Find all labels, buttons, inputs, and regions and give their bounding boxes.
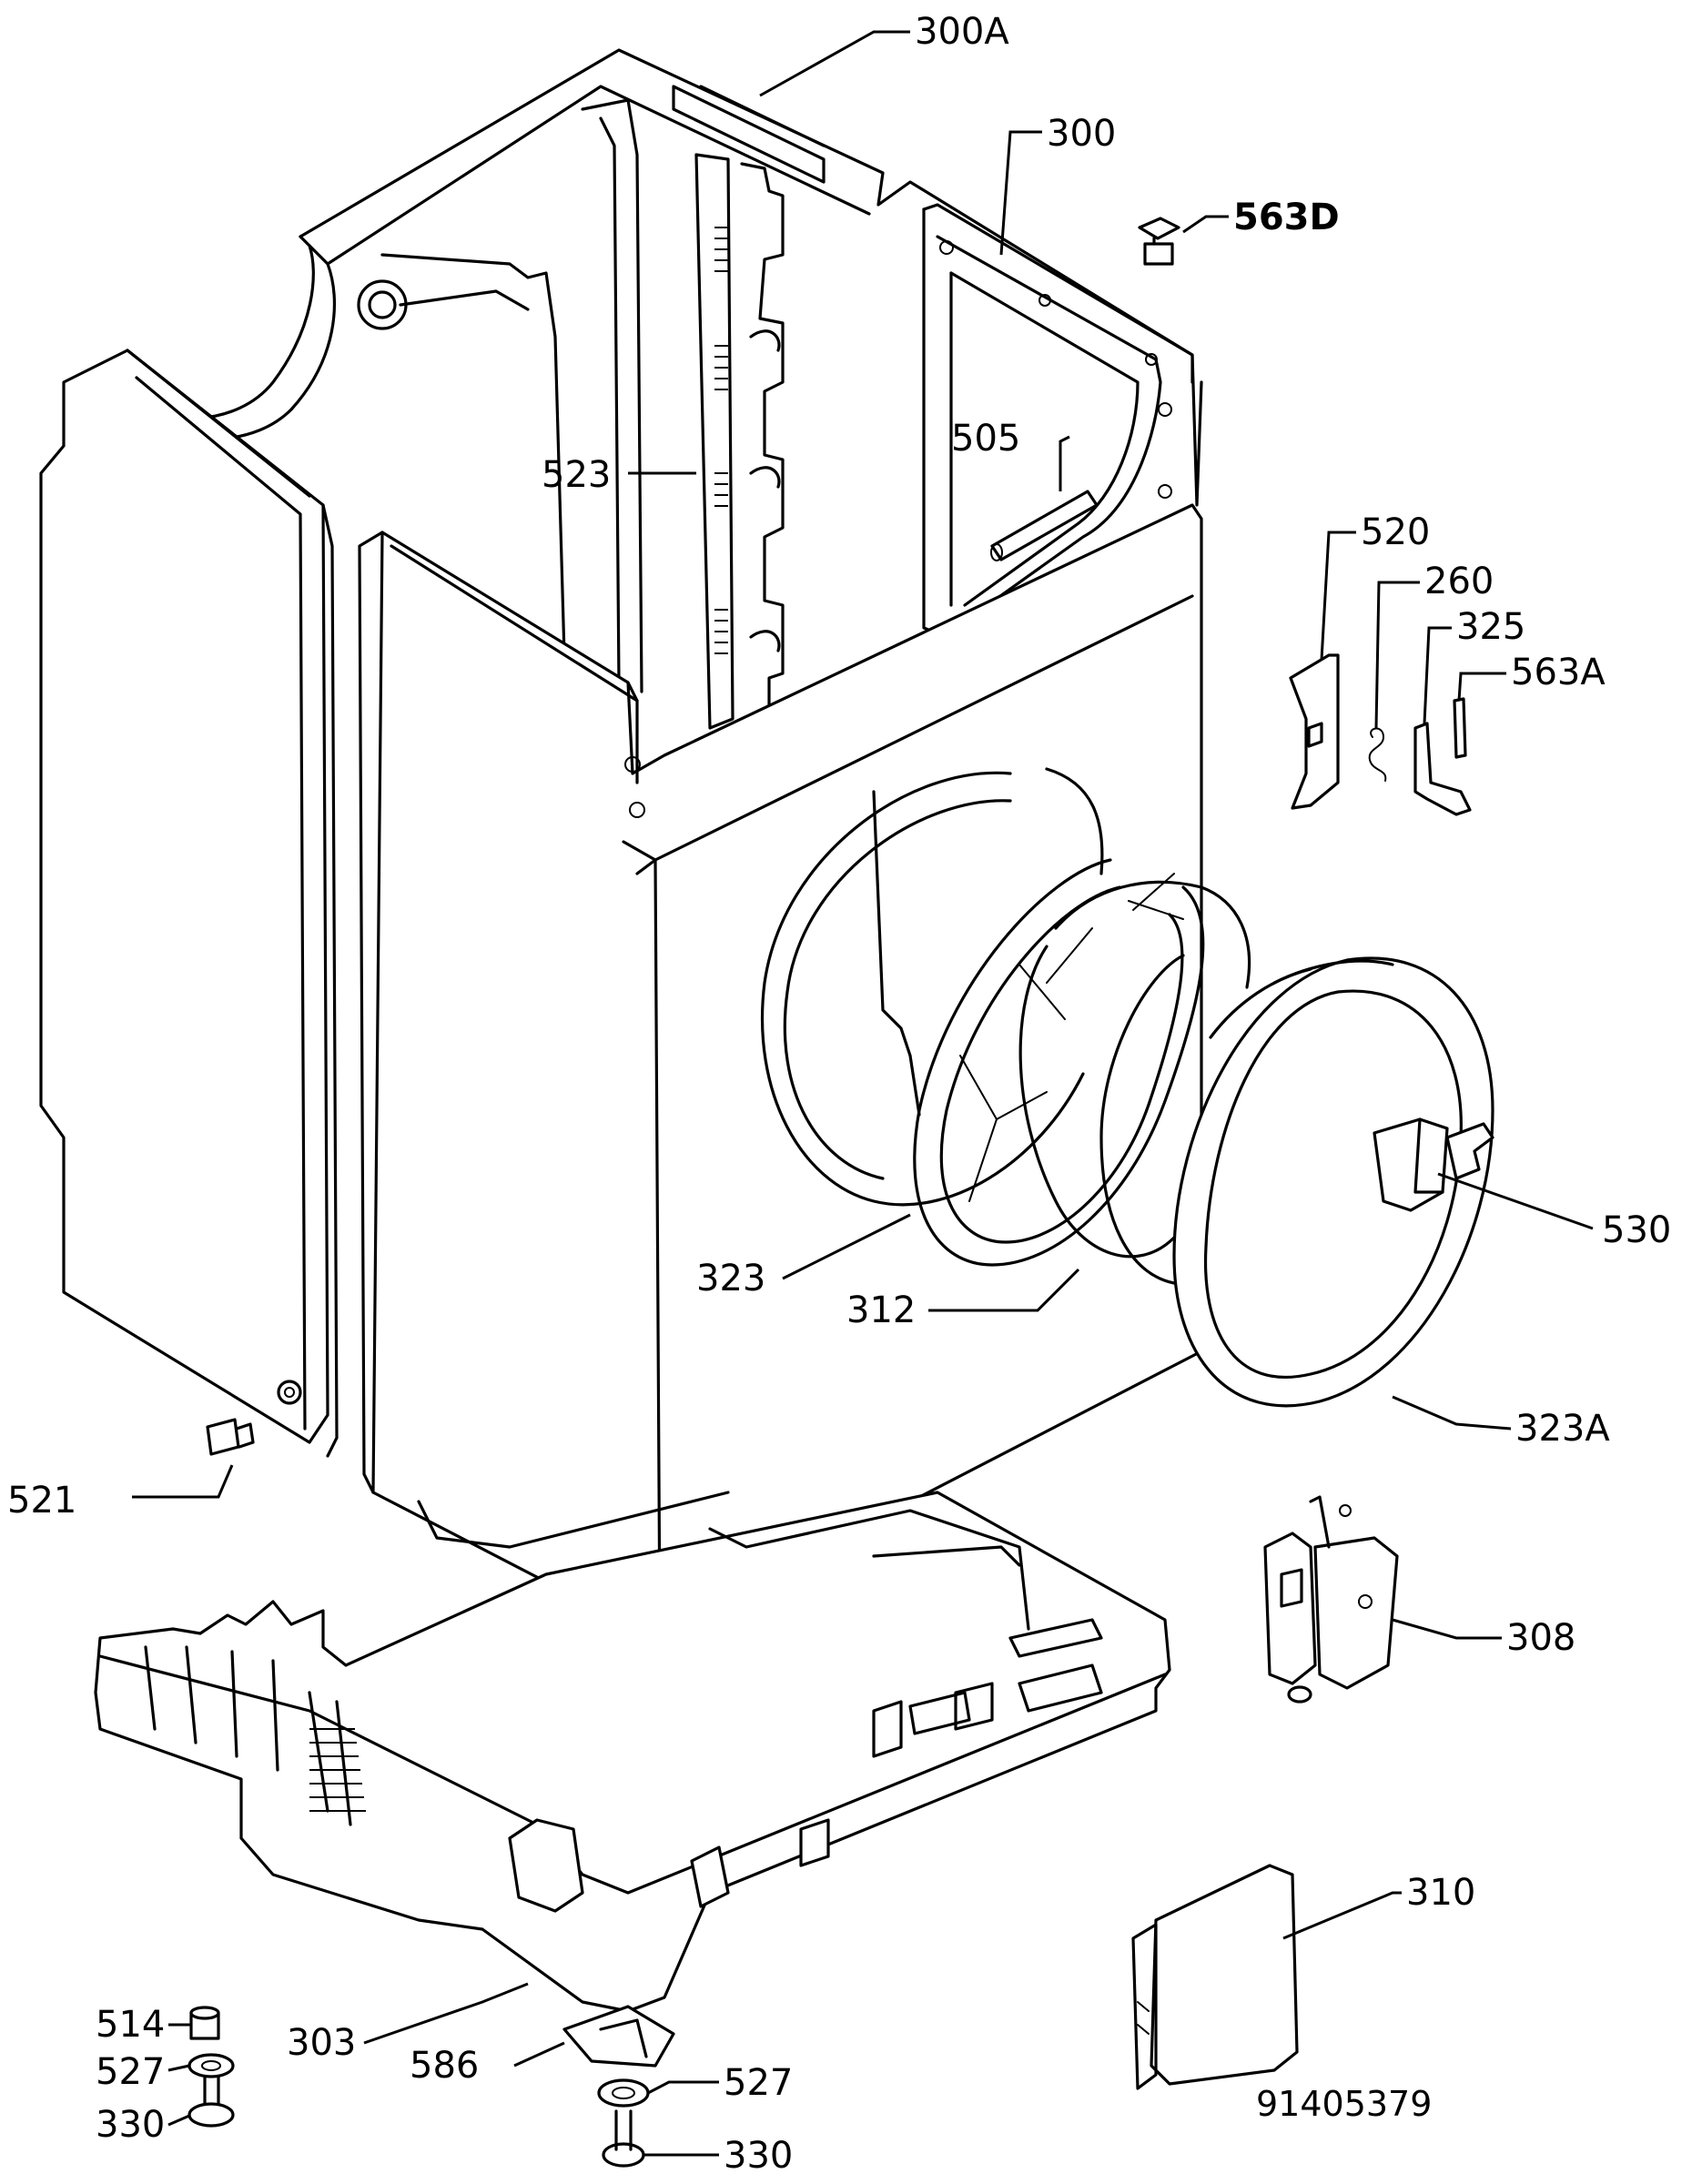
callout-563D: 563D — [1233, 197, 1340, 238]
callout-303: 303 — [287, 2022, 356, 2064]
drawing-number: 91405379 — [1256, 2084, 1432, 2124]
callout-323A: 323A — [1515, 1408, 1610, 1450]
left-side-panel — [39, 349, 339, 1458]
callout-521: 521 — [7, 1480, 76, 1522]
callout-330-right: 330 — [724, 2135, 793, 2177]
callout-labels: 300A 300 563D 523 505 520 260 325 563A 5… — [7, 11, 1671, 2177]
callout-527-right: 527 — [724, 2062, 793, 2104]
callout-563A: 563A — [1511, 652, 1606, 693]
callout-325: 325 — [1456, 606, 1525, 648]
small-parts — [187, 217, 1472, 2128]
callout-310: 310 — [1406, 1872, 1475, 1914]
callout-523: 523 — [542, 454, 611, 496]
callout-514: 514 — [96, 2004, 165, 2046]
callout-505: 505 — [951, 418, 1020, 460]
callout-520: 520 — [1361, 511, 1430, 553]
callout-330-left: 330 — [96, 2104, 165, 2146]
callout-527-left: 527 — [96, 2051, 165, 2093]
callout-300A: 300A — [915, 11, 1009, 53]
base-frame — [94, 1491, 1171, 2168]
cabinet-frame — [98, 48, 1203, 730]
callout-530: 530 — [1602, 1209, 1671, 1251]
callout-586: 586 — [410, 2045, 479, 2087]
door-assembly — [913, 858, 1494, 1408]
callout-323: 323 — [696, 1258, 765, 1299]
front-cabinet — [358, 503, 1203, 1635]
callout-260: 260 — [1424, 561, 1494, 602]
callout-308: 308 — [1506, 1617, 1575, 1659]
callout-300: 300 — [1047, 113, 1116, 155]
callout-312: 312 — [846, 1289, 916, 1331]
leader-lines — [132, 30, 1594, 2157]
